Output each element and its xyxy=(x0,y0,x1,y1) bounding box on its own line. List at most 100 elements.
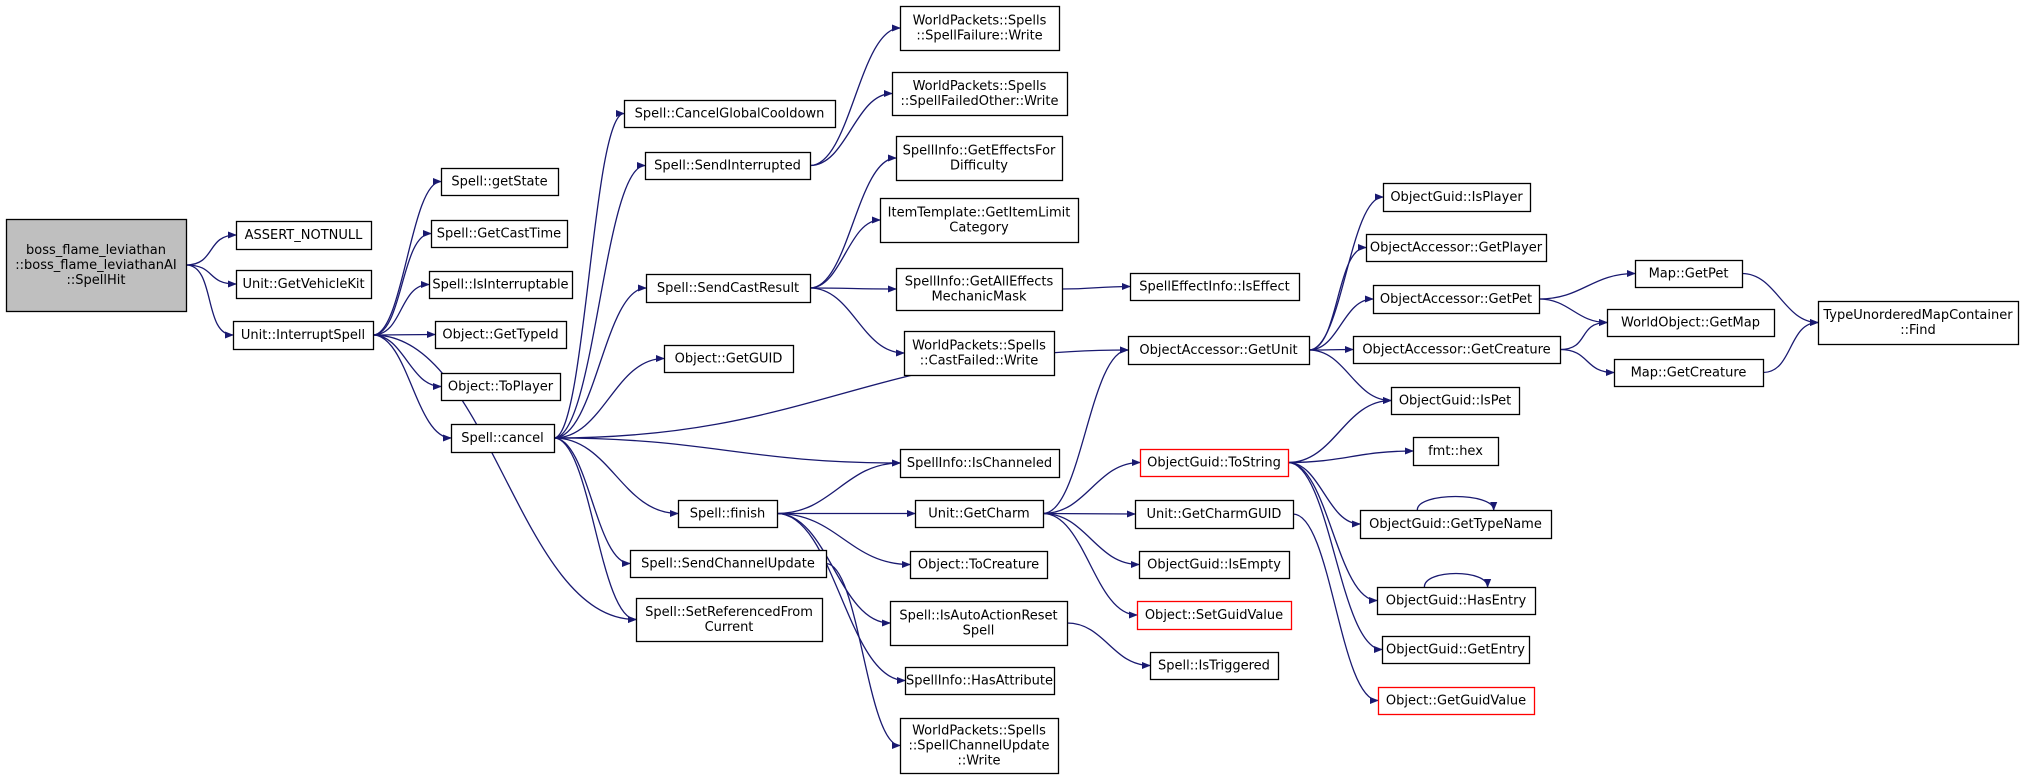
node-box xyxy=(235,269,373,300)
node-wogetmap[interactable]: WorldObject::GetMap xyxy=(1606,308,1776,338)
node-label: Spell::SendInterrupted xyxy=(654,159,801,174)
node-sendcast[interactable]: Spell::SendCastResult xyxy=(645,273,812,304)
node-tocreat[interactable]: Object::ToCreature xyxy=(909,550,1049,580)
node-mapgetcreat[interactable]: Map::GetCreature xyxy=(1613,358,1765,388)
node-label: Spell xyxy=(963,624,995,639)
node-label: TypeUnorderedMapContainer xyxy=(1822,308,2013,323)
node-intspell[interactable]: Unit::InterruptSpell xyxy=(232,320,375,351)
node-charmguid[interactable]: Unit::GetCharmGUID xyxy=(1134,499,1295,530)
edge-cancel-getguid xyxy=(553,354,665,439)
node-box xyxy=(1365,233,1548,263)
node-label: WorldObject::GetMap xyxy=(1621,316,1760,331)
edge-getcharm-tostring xyxy=(1042,458,1141,515)
node-getstate[interactable]: Spell::getState xyxy=(440,167,560,197)
edge-tostring-hasentry xyxy=(1287,461,1378,605)
node-iseffect[interactable]: SpellEffectInfo::IsEffect xyxy=(1129,272,1301,302)
node-oagetpet[interactable]: ObjectAccessor::GetPet xyxy=(1372,284,1541,315)
edge-cancel-sendint xyxy=(553,161,646,439)
node-sendchan[interactable]: Spell::SendChannelUpdate xyxy=(629,549,828,579)
node-label: Spell::finish xyxy=(690,507,766,522)
node-box xyxy=(1138,550,1291,580)
node-isplayer[interactable]: ObjectGuid::IsPlayer xyxy=(1382,182,1532,213)
node-istrig[interactable]: Spell::IsTriggered xyxy=(1149,651,1280,681)
node-oagetplayer[interactable]: ObjectAccessor::GetPlayer xyxy=(1365,233,1548,263)
node-box xyxy=(899,717,1060,775)
node-wpchanu[interactable]: WorldPackets::Spells::SpellChannelUpdate… xyxy=(899,717,1060,775)
edge-tostring-typename xyxy=(1287,461,1361,528)
node-box xyxy=(1381,635,1531,665)
node-label: Spell::CancelGlobalCooldown xyxy=(635,107,825,122)
edge-sendint-wpfailo xyxy=(809,89,893,167)
node-typename[interactable]: ObjectGuid::GetTypeName xyxy=(1359,509,1553,540)
node-label: Spell::IsTriggered xyxy=(1158,659,1270,674)
node-label: ::SpellHit xyxy=(67,273,126,288)
node-label: Spell::GetCastTime xyxy=(437,227,561,242)
edge-sendint-wpfail xyxy=(809,24,901,167)
node-ischan[interactable]: SpellInfo::IsChanneled xyxy=(899,448,1061,479)
node-vehkit[interactable]: Unit::GetVehicleKit xyxy=(235,269,373,300)
node-root[interactable]: boss_flame_leviathan::boss_flame_leviath… xyxy=(5,218,188,313)
node-box xyxy=(1136,600,1293,631)
node-label: ObjectGuid::ToString xyxy=(1147,456,1281,471)
node-toplayer[interactable]: Object::ToPlayer xyxy=(440,372,562,402)
node-oagetcreat[interactable]: ObjectAccessor::GetCreature xyxy=(1352,335,1562,365)
node-mapgetpet[interactable]: Map::GetPet xyxy=(1634,259,1744,289)
node-box xyxy=(899,5,1061,52)
node-assert[interactable]: ASSERT_NOTNULL xyxy=(235,220,373,251)
node-label: ObjectGuid::IsPlayer xyxy=(1390,190,1523,205)
node-label: ::SpellFailure::Write xyxy=(916,29,1042,44)
node-hasentry[interactable]: ObjectGuid::HasEntry xyxy=(1376,586,1537,616)
node-wpfail[interactable]: WorldPackets::Spells::SpellFailure::Writ… xyxy=(899,5,1061,52)
node-cgcd[interactable]: Spell::CancelGlobalCooldown xyxy=(623,99,837,129)
node-getunit[interactable]: ObjectAccessor::GetUnit xyxy=(1127,335,1311,366)
node-label: ObjectAccessor::GetPet xyxy=(1380,292,1532,307)
edge-intspell-setref xyxy=(372,334,637,624)
node-label: ASSERT_NOTNULL xyxy=(245,228,364,243)
node-box xyxy=(629,549,828,579)
node-fmthex[interactable]: fmt::hex xyxy=(1412,436,1500,467)
node-label: ObjectGuid::IsEmpty xyxy=(1147,558,1281,573)
node-getguidv[interactable]: Object::GetGuidValue xyxy=(1377,686,1536,716)
node-isinterr[interactable]: Spell::IsInterruptable xyxy=(428,270,574,300)
node-label: ::SpellChannelUpdate xyxy=(909,739,1050,754)
edge-intspell-casttime xyxy=(372,229,432,336)
node-typeid[interactable]: Object::GetTypeId xyxy=(434,320,568,350)
node-wpfailo[interactable]: WorldPackets::Spells::SpellFailedOther::… xyxy=(891,71,1069,117)
edge-oagetcreat-wogetmap xyxy=(1559,318,1608,351)
node-casttime[interactable]: Spell::GetCastTime xyxy=(430,219,569,249)
node-cancel[interactable]: Spell::cancel xyxy=(450,423,556,454)
node-hasattr[interactable]: SpellInfo::HasAttribute xyxy=(904,666,1056,696)
edge-sendcast-itemlim xyxy=(809,216,881,289)
edge-sendcast-wpcastf xyxy=(809,287,905,357)
edge-mapgetcreat-tumfind xyxy=(1762,318,1819,374)
node-label: ObjectAccessor::GetUnit xyxy=(1139,343,1297,358)
edge-getcharm-isempty xyxy=(1042,512,1140,569)
node-label: Unit::InterruptSpell xyxy=(241,328,365,343)
edge-tostring-ispet xyxy=(1287,396,1392,464)
node-box xyxy=(895,267,1064,312)
node-tostring[interactable]: ObjectGuid::ToString xyxy=(1139,448,1290,478)
edge-cancel-sendcast xyxy=(553,284,647,439)
node-tumfind[interactable]: TypeUnorderedMapContainer::Find xyxy=(1817,300,2020,346)
node-sendint[interactable]: Spell::SendInterrupted xyxy=(644,151,812,181)
node-isempty[interactable]: ObjectGuid::IsEmpty xyxy=(1138,550,1291,580)
node-box xyxy=(440,372,562,402)
node-getentry[interactable]: ObjectGuid::GetEntry xyxy=(1381,635,1531,665)
node-setguidv[interactable]: Object::SetGuidValue xyxy=(1136,600,1293,631)
node-getguid[interactable]: Object::GetGUID xyxy=(663,344,795,374)
node-wpcastf[interactable]: WorldPackets::Spells::CastFailed::Write xyxy=(903,330,1056,377)
node-label: Object::ToCreature xyxy=(918,558,1039,573)
node-box xyxy=(232,320,375,351)
node-label: ::SpellFailedOther::Write xyxy=(901,94,1059,109)
node-box xyxy=(635,597,824,643)
node-ispet[interactable]: ObjectGuid::IsPet xyxy=(1390,386,1521,416)
node-getcharm[interactable]: Unit::GetCharm xyxy=(914,499,1045,529)
node-box xyxy=(1390,386,1521,416)
node-finish[interactable]: Spell::finish xyxy=(677,499,779,529)
